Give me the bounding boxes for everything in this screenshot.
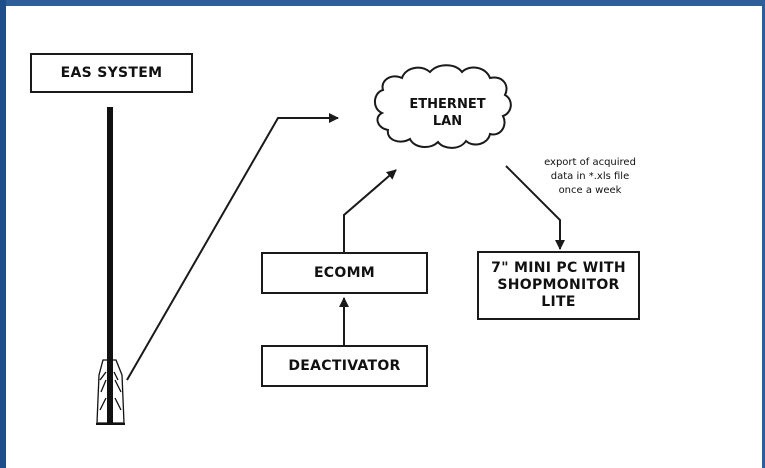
ecomm-box: ECOMM [261,252,428,294]
deactivator-box: DEACTIVATOR [261,345,428,387]
eas-antenna-icon [96,359,125,425]
window-left-border [0,0,6,468]
connector-ecomm-to-lan [343,169,397,252]
eas-pole [107,107,113,425]
ethernet-lan-label: ETHERNET LAN [409,97,486,129]
mini-pc-box: 7" MINI PC WITH SHOPMONITOR LITE [477,251,640,320]
window-top-border [0,0,765,6]
connector-eas-to-lan [126,113,339,381]
ethernet-cloud-shape [374,64,512,149]
eas-system-box: EAS SYSTEM [30,53,193,93]
window-right-border [762,0,765,468]
export-note-label: export of acquired data in *.xls file on… [544,157,636,196]
connector-lan-to-minipc [505,165,565,250]
